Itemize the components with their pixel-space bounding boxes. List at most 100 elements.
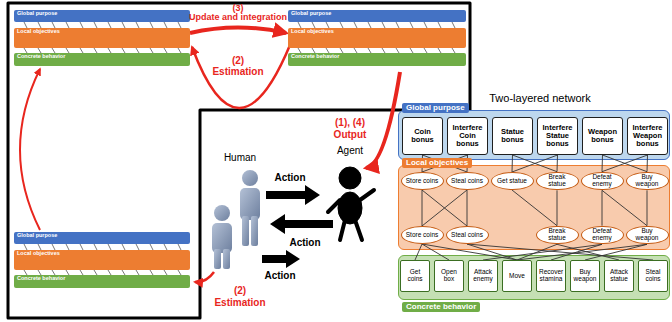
node-text: Coin bonus [406,128,439,144]
node-text: Buy weapon [631,174,664,188]
node-text: Break statue [541,228,574,242]
behavior-box: Recover stamina [536,260,566,292]
node-text: Statue bonus [496,128,529,144]
node-text: Steal coins [451,178,483,185]
action-arrows [262,185,333,268]
layer-name: Local objectives [17,29,60,35]
layer-name: Global purpose [291,11,331,17]
node-text: Defeat enemy [586,228,619,242]
step-label: Update and integration [189,13,287,23]
node-text: Interfere Weapon bonus [631,124,664,148]
step-label: Estimation [214,297,265,308]
diagram-title: Two-layered network [489,92,591,104]
purpose-box: Weapon bonus [582,117,623,155]
human-body [240,188,260,220]
objective-ellipse: Break statue [536,226,579,245]
network-link [602,155,648,172]
network-link [422,244,449,260]
network-link [467,190,468,226]
human-leg [242,216,249,246]
network-link [551,244,602,260]
layer-band: Local objectives [288,28,466,48]
purpose-box: Interfere Weapon bonus [627,117,668,155]
step-number: (2) [234,285,246,296]
action-label: Action [264,270,295,281]
local-objectives-band: Store coinsSteal coinsGet statueBreak st… [398,165,670,250]
network-link [602,190,603,225]
objective-ellipse: Defeat enemy [581,172,624,191]
enclosing-outline [8,3,470,318]
objective-ellipse: Store coins [401,172,444,190]
network-link [422,190,467,226]
layer-name: Local objectives [402,158,472,168]
output-arrow [366,72,400,168]
layer-name: Local objectives [291,29,334,35]
network-link [467,155,469,172]
layer-name: Concrete behavior [402,302,480,312]
node-text: Weapon bonus [586,128,619,144]
node-text: Defeat enemy [586,174,619,188]
purpose-box: Interfere Coin bonus [447,117,488,155]
action-arrow [266,185,320,205]
objective-ellipse: Buy weapon [626,226,669,245]
network-link [423,155,468,172]
objective-ellipse: Steal coins [446,226,489,244]
network-link [422,190,423,226]
agent-head [339,167,361,189]
layer-name: Concrete behavior [291,54,339,60]
agent-body [338,192,362,224]
layer-band: Global purpose [14,232,190,244]
human-head [242,170,258,186]
node-text: Recover stamina [539,269,563,283]
action-arrow [262,250,300,268]
human-leg [251,216,258,246]
behavior-box: Get coins [400,260,430,292]
network-link [467,244,517,260]
network-link [512,155,558,172]
network-link [483,244,602,260]
layer-name: Local objectives [17,251,60,257]
human-leg [214,249,221,269]
agent-leg [340,220,345,240]
network-link [512,190,557,226]
objective-ellipse: Get statue [491,172,534,190]
network-link [647,155,649,172]
estimation-arrow [195,272,214,282]
human-head [214,205,230,221]
node-text: Store coins [406,178,439,185]
behavior-box: Open box [434,260,464,292]
objective-ellipse: Buy weapon [626,172,669,191]
layer-band: Local objectives [14,250,190,270]
network-link [647,190,648,225]
action-label: Action [289,237,320,248]
estimation-arrow [192,45,290,108]
step-label: Output [334,129,367,140]
network-link [513,155,558,172]
network-link [517,244,647,260]
human-leg [223,249,230,269]
layer-name: Global purpose [402,103,469,113]
network-link [602,155,604,172]
human-body [212,223,232,253]
behavior-box: Buy weapon [570,260,600,292]
network-link [467,244,653,260]
network-link [422,190,467,226]
node-text: Open box [437,269,461,283]
objective-ellipse: Steal coins [446,172,489,190]
action-arrow [270,214,333,234]
node-text: Steal coins [451,232,483,239]
node-text: Buy weapon [631,228,664,242]
network-link [557,190,558,225]
network-link [557,155,559,172]
layer-name: Global purpose [17,11,57,17]
network-link [422,244,517,260]
layer-name: Concrete behavior [17,276,65,282]
actor-label: Human [224,152,256,163]
purpose-box: Interfere Statue bonus [537,117,578,155]
layer-band: Concrete behavior [288,53,466,66]
layer-band: Concrete behavior [14,53,190,66]
node-text: Get statue [497,178,527,185]
layer-band: Global purpose [14,10,190,22]
node-text: Steal coins [641,269,665,283]
